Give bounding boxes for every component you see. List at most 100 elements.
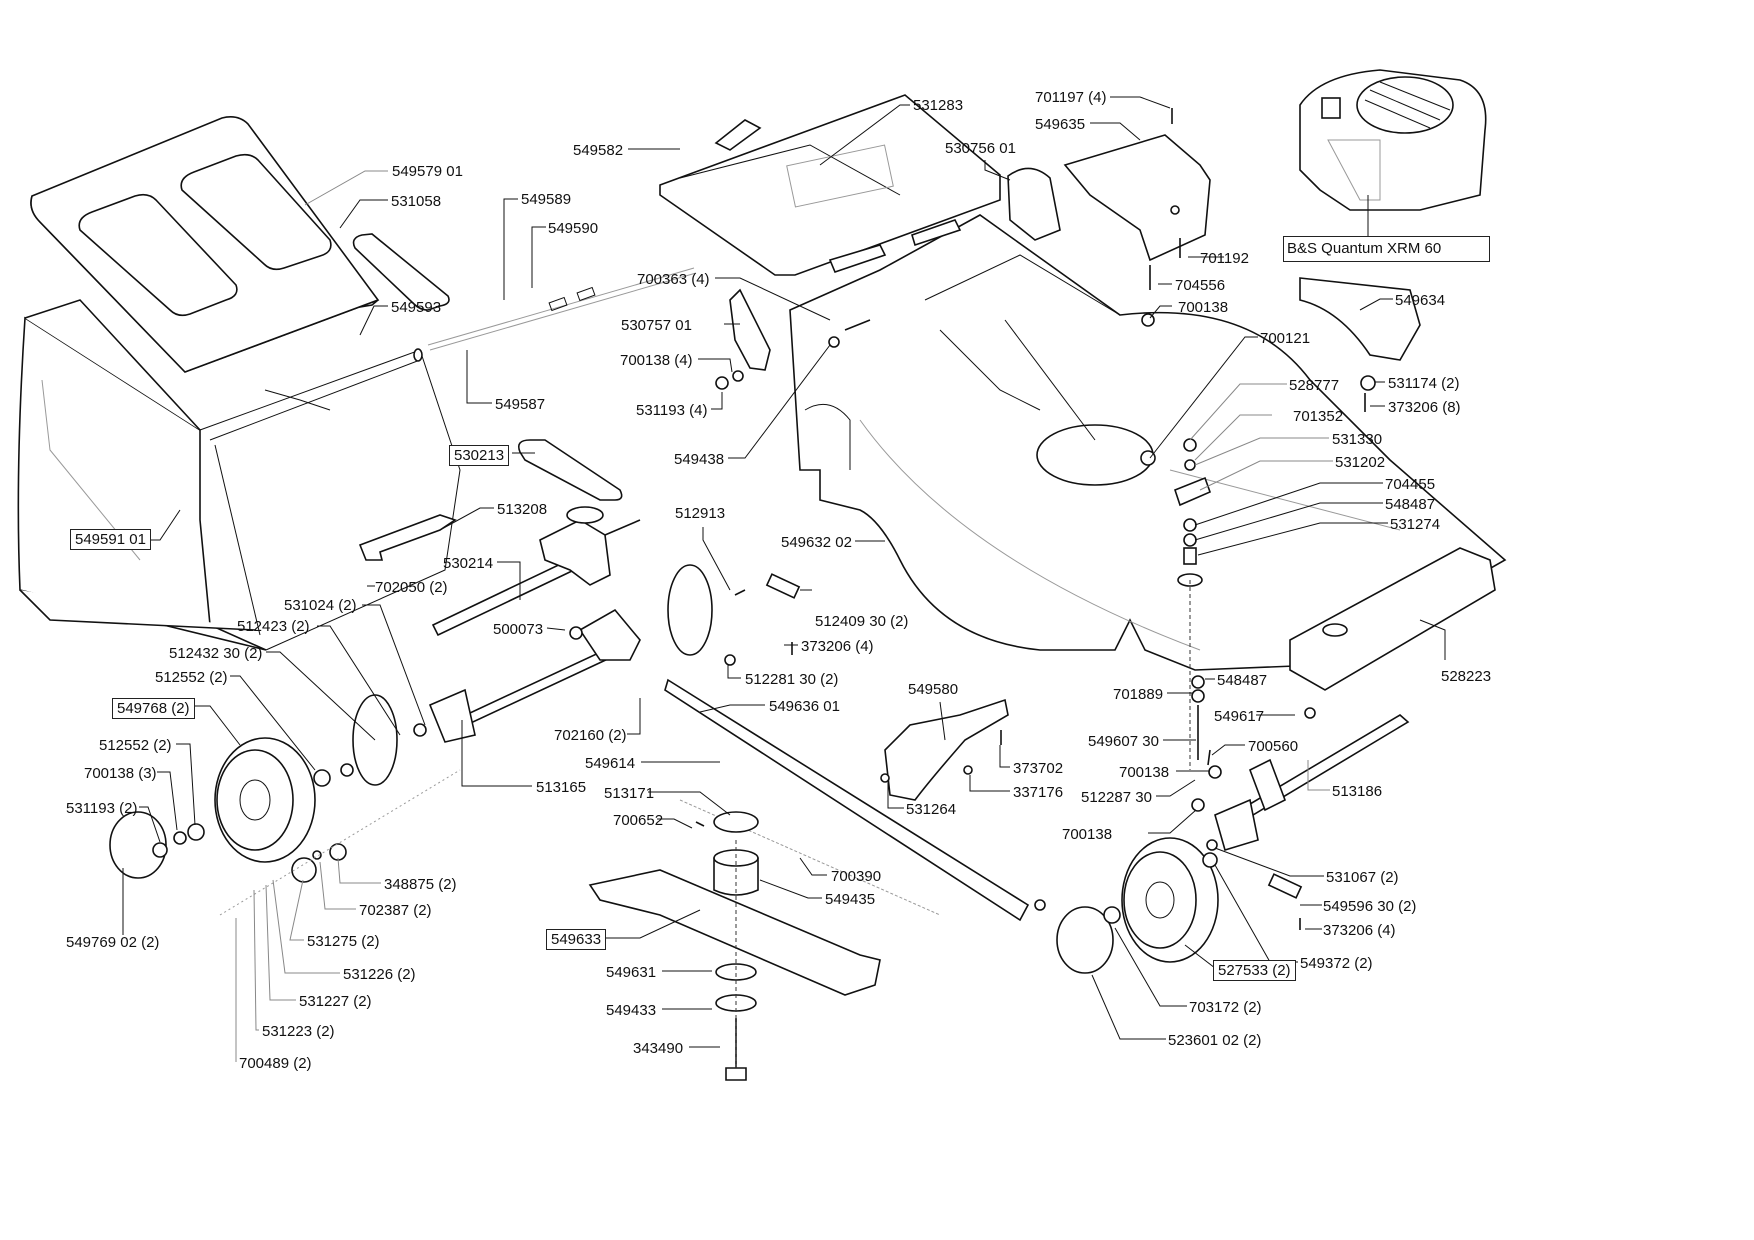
label-702387: 702387 (2) [359,902,432,919]
label-549614: 549614 [585,755,636,772]
label-513165: 513165 [536,779,587,796]
front-wheel-527533 [1056,837,1219,974]
label-373206-4a: 373206 (4) [801,638,874,655]
bracket-530756 [1007,167,1061,241]
catcher-lid [30,116,380,373]
label-530214: 530214 [443,555,494,572]
label-528223: 528223 [1441,668,1492,685]
label-549635: 549635 [1035,116,1086,133]
label-531024: 531024 (2) [284,597,357,614]
label-549433: 549433 [606,1002,657,1019]
hub-plate-512913 [352,564,713,786]
label-548487-top: 548487 [1385,496,1436,513]
label-549587: 549587 [495,396,546,413]
front-cover-528223 [1289,547,1496,691]
label-530756: 530756 01 [945,140,1016,157]
label-549636: 549636 01 [769,698,840,715]
label-549617: 549617 [1214,708,1265,725]
label-513186: 513186 [1332,783,1383,800]
label-528777: 528777 [1289,377,1340,394]
front-axle-513186 [1214,714,1410,852]
label-549590: 549590 [548,220,599,237]
label-513171: 513171 [604,785,655,802]
label-549769: 549769 02 (2) [66,934,160,951]
label-703172: 703172 (2) [1189,999,1262,1016]
label-700121: 700121 [1260,330,1311,347]
label-531330: 531330 [1332,431,1383,448]
label-549591: 549591 01 [70,529,151,550]
rod-549587 [413,267,697,362]
label-530213: 530213 [449,445,510,466]
label-523601: 523601 02 (2) [1168,1032,1262,1049]
blade-549633 [588,811,881,1081]
label-512409: 512409 30 (2) [815,613,909,630]
label-500073: 500073 [493,621,544,638]
label-512281: 512281 30 (2) [745,671,839,688]
label-549768: 549768 (2) [112,698,195,719]
label-700138-top: 700138 [1178,299,1229,316]
label-348875: 348875 (2) [384,876,457,893]
label-700138-mid: 700138 [1119,764,1170,781]
label-549634: 549634 [1395,292,1446,309]
axle-513165 [428,608,641,743]
rear-flap-549582 [659,94,1001,276]
label-549580: 549580 [908,681,959,698]
belt-530213 [517,439,623,501]
label-700138-3: 700138 (3) [84,765,157,782]
label-549607: 549607 30 [1088,733,1159,750]
engine-model-label: B&S Quantum XRM 60 [1283,236,1490,262]
label-531275: 531275 (2) [307,933,380,950]
label-549596: 549596 30 (2) [1323,898,1417,915]
label-701889: 701889 [1113,686,1164,703]
label-512552-b: 512552 (2) [99,737,172,754]
label-549632: 549632 02 [781,534,852,551]
label-512423: 512423 (2) [237,618,310,635]
label-700390: 700390 [831,868,882,885]
label-701192: 701192 [1200,250,1249,267]
wheel-549768 [109,737,461,916]
label-549435: 549435 [825,891,876,908]
label-531283: 531283 [913,97,964,114]
catcher-handle-531058 [352,233,450,311]
gearbox-530214 [358,506,641,637]
label-512432: 512432 30 (2) [169,645,263,662]
small-parts [413,108,1376,930]
label-513208: 513208 [497,501,548,518]
label-531226: 531226 (2) [343,966,416,983]
label-704556: 704556 [1175,277,1226,294]
deck-549632 [789,214,1507,671]
label-531227: 531227 (2) [299,993,372,1010]
label-549582: 549582 [573,142,624,159]
label-530757: 530757 01 [621,317,692,334]
label-549372: 549372 (2) [1300,955,1373,972]
label-701352: 701352 [1293,408,1344,425]
label-549633: 549633 [546,929,607,950]
label-700138-4: 700138 (4) [620,352,693,369]
label-373206-8: 373206 (8) [1388,399,1461,416]
label-531223: 531223 (2) [262,1023,335,1040]
label-700363: 700363 (4) [637,271,710,288]
label-512913: 512913 [675,505,726,522]
cover-549634 [1299,277,1421,361]
bracket-549580 [884,698,1009,801]
label-549589: 549589 [521,191,572,208]
label-531067: 531067 (2) [1326,869,1399,886]
shield-549635 [1063,134,1211,262]
label-549593: 549593 [391,299,442,316]
label-531193-2: 531193 (2) [66,800,138,817]
label-549579: 549579 01 [392,163,463,180]
label-549631: 549631 [606,964,657,981]
label-702160: 702160 (2) [554,727,627,744]
label-549438: 549438 [674,451,725,468]
guard-530757 [729,288,771,371]
label-343490: 343490 [633,1040,684,1057]
label-373206-4b: 373206 (4) [1323,922,1396,939]
label-700489: 700489 (2) [239,1055,312,1072]
label-531274: 531274 [1390,516,1441,533]
label-548487-bottom: 548487 [1217,672,1268,689]
label-337176: 337176 [1013,784,1064,801]
label-512552-a: 512552 (2) [155,669,228,686]
label-701197: 701197 (4) [1035,89,1107,106]
